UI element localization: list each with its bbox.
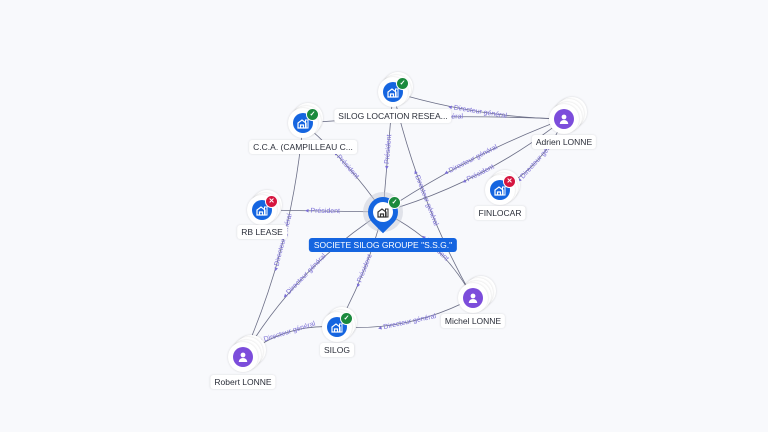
edge-label: ◂ Directeur général [272, 213, 294, 272]
check-badge-icon: ✓ [306, 108, 319, 121]
edge-label: ◂ Directeur général [258, 320, 317, 345]
person-icon [233, 347, 253, 367]
building-icon [373, 202, 393, 222]
node-label[interactable]: C.C.A. (CAMPILLEAU C... [249, 140, 357, 154]
edge-label: ◂ Directeur général [282, 252, 328, 300]
node-label[interactable]: SILOG [320, 343, 354, 357]
edge-label: ◂ Directeur général [411, 169, 439, 227]
check-badge-icon: ✓ [388, 196, 401, 209]
node-label[interactable]: FINLOCAR [474, 206, 526, 220]
person-icon [463, 288, 483, 308]
close-badge-icon: ✕ [265, 195, 278, 208]
edge-label: ◂ Président [305, 208, 340, 216]
close-badge-icon: ✕ [503, 175, 516, 188]
check-badge-icon: ✓ [340, 312, 353, 325]
node-label[interactable]: RB LEASE [237, 225, 287, 239]
person-icon [554, 109, 574, 129]
node-label[interactable]: Michel LONNE [440, 314, 506, 328]
edge-label: ◂ Président [383, 134, 393, 170]
edge-label: ◂ Président [354, 253, 374, 288]
edge-adr-ssg [382, 118, 565, 213]
node-label[interactable]: Robert LONNE [210, 375, 276, 389]
edge-adr-ssg [382, 118, 565, 213]
edge-label: ◂ Président [331, 150, 360, 181]
node-label[interactable]: Adrien LONNE [531, 135, 597, 149]
edge-rob-cca [242, 122, 304, 358]
check-badge-icon: ✓ [396, 77, 409, 90]
edge-label: ◂ Directeur général [377, 313, 437, 332]
node-label[interactable]: SOCIETE SILOG GROUPE "S.S.G." [308, 238, 458, 252]
node-label[interactable]: SILOG LOCATION RESEA... [334, 109, 452, 123]
